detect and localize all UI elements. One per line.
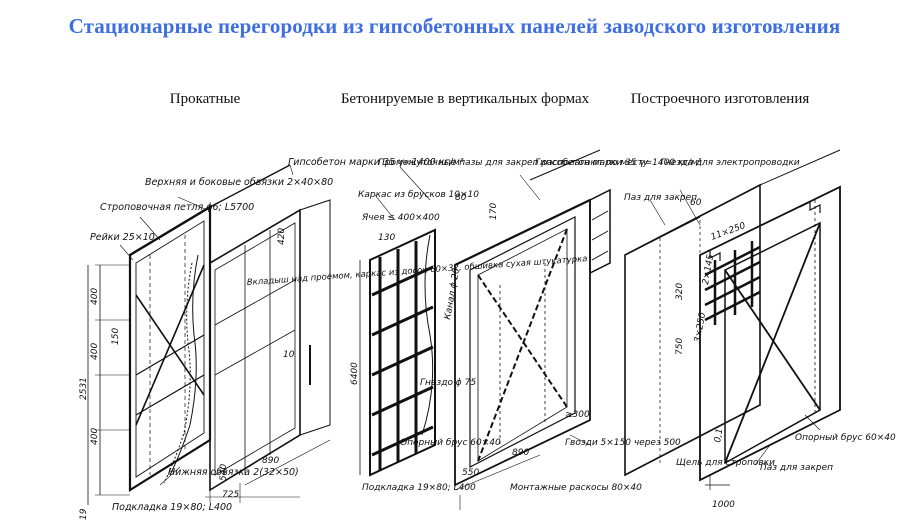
- panel-site-made: [624, 149, 841, 490]
- label-slot: Паз для закреп: [624, 193, 697, 203]
- label-support-2: Опорный брус 60×40: [795, 433, 896, 443]
- dim-890-a: 890: [262, 456, 279, 466]
- page-title: Стационарные перегородки из гипсобетонны…: [68, 14, 841, 38]
- dim-890-b: 890: [512, 448, 529, 458]
- label-support-1: Опорный брус 60×40: [400, 438, 501, 448]
- caption-vertical-forms: Бетонируемые в вертикальных формах: [340, 91, 590, 107]
- dim-750: 750: [675, 338, 685, 355]
- label-cell: Ячея ≤ 400×400: [361, 213, 440, 223]
- dim-400-c: 400: [90, 428, 100, 445]
- label-top-side-rails: Верхняя и боковые обвязки 2×40×80: [145, 177, 333, 188]
- dim-400-b: 400: [90, 343, 100, 360]
- dim-320: 320: [675, 283, 685, 300]
- dim-60: 60: [690, 198, 702, 208]
- dim-540: 540: [219, 464, 229, 481]
- panel-vertical-forms: [359, 149, 611, 510]
- partition-drawing: Верхняя и боковые обвязки 2×40×80 Гипсоб…: [79, 149, 896, 520]
- dim-10: 10: [283, 350, 295, 360]
- label-gaps: Промежуточные пазы для закреп располагаю…: [378, 158, 649, 168]
- dim-11x250: 11×250: [710, 221, 748, 243]
- dim-2531: 2531: [79, 377, 89, 400]
- panel-rolled: [87, 164, 331, 505]
- label-bottom-rail: Нижняя обвязка 2(32×50): [168, 467, 299, 478]
- label-slot-2: Паз для закреп: [760, 463, 833, 473]
- dim-400-a: 400: [90, 288, 100, 305]
- label-pad-2: Подкладка 19×80; L400: [362, 483, 476, 493]
- label-sling-loop: Строповочная петля ϕ6; L5700: [100, 202, 254, 213]
- label-sling-slot: Щель для строповки: [676, 458, 775, 468]
- label-gypsum-2: Гипсобетон марки 35 γ=1400 кг/м³: [535, 158, 702, 168]
- label-channel: Канал ϕ 20: [443, 267, 462, 320]
- caption-rolled: Прокатные: [169, 91, 241, 107]
- dim-3x250: 3×250: [693, 312, 708, 344]
- dim-170: 170: [489, 203, 499, 220]
- dim-725: 725: [222, 490, 239, 500]
- dim-19: 19: [79, 508, 89, 520]
- dim-300: ≥300: [565, 410, 590, 420]
- caption-site-made: Построечного изготовления: [630, 91, 810, 107]
- dim-0-1: 0,1: [713, 428, 725, 444]
- label-mount-braces: Монтажные раскосы 80×40: [510, 483, 642, 493]
- label-el-nests: Гнезда для электропроводки: [660, 158, 800, 168]
- dim-550: 550: [462, 468, 479, 478]
- label-frame: Каркас из брусков 10×10: [358, 190, 479, 200]
- dim-6400: 6400: [350, 362, 360, 385]
- label-nest: Гнездо ϕ 75: [420, 378, 476, 388]
- label-pad-1: Подкладка 19×80; L400: [112, 502, 232, 513]
- label-gypsum-1: Гипсобетон марки 35 γ=1400 кг/м³: [288, 157, 464, 168]
- dim-150: 150: [111, 328, 121, 345]
- label-nails: Гвозди 5×150 через 500: [565, 438, 681, 448]
- dim-1000: 1000: [712, 500, 735, 510]
- dim-130: 130: [378, 233, 395, 243]
- dim-420: 420: [277, 228, 287, 245]
- label-rails: Рейки 25×10: [90, 232, 155, 243]
- dim-80: 80: [455, 193, 467, 203]
